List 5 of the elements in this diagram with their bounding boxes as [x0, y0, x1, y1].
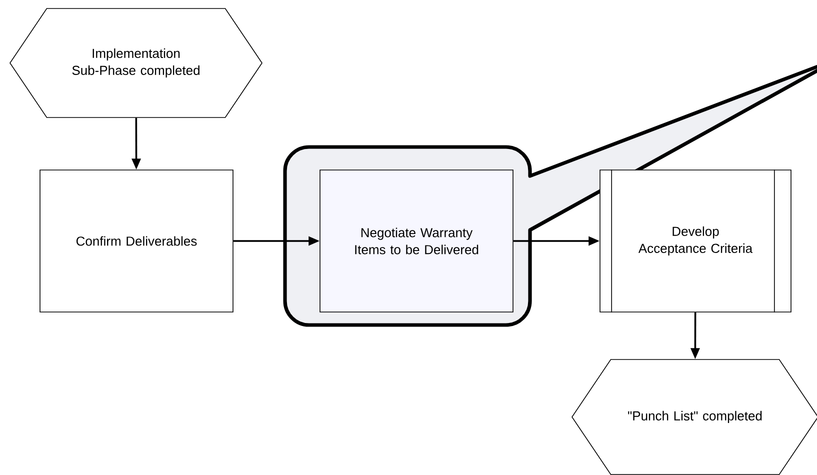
- event-hexagon: "Punch List" completed: [572, 359, 817, 475]
- process-box: Negotiate Warranty Items to be Delivered: [320, 170, 514, 312]
- event-hexagon: Implementation Sub-Phase completed: [10, 8, 262, 118]
- process-box: Confirm Deliverables: [40, 170, 234, 312]
- subprocess-box: Develop Acceptance Criteria: [600, 169, 792, 313]
